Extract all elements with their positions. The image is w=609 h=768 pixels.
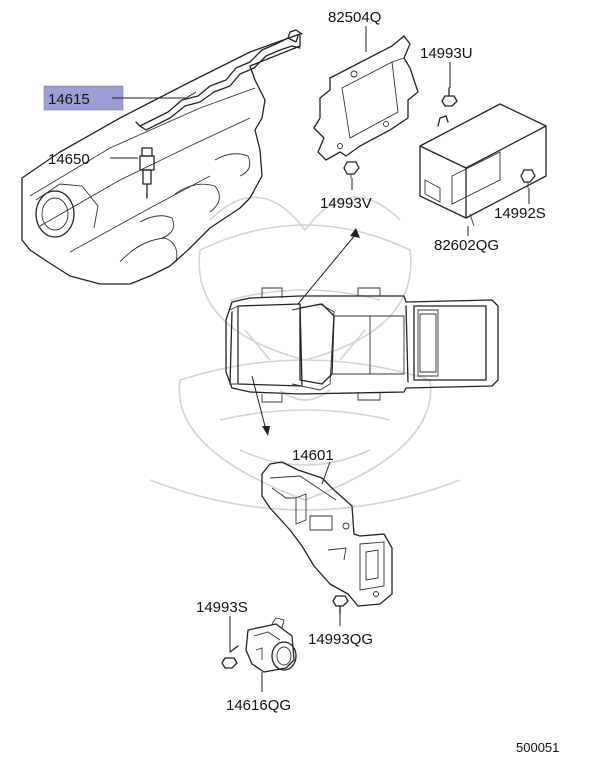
label-14616QG: 14616QG: [226, 697, 291, 714]
label-14650: 14650: [48, 151, 90, 168]
label-14601: 14601: [292, 447, 334, 464]
label-14993V: 14993V: [320, 195, 372, 212]
leader-lines: [110, 26, 530, 692]
label-14615: 14615: [48, 91, 90, 108]
arrow-to-bracket: [251, 375, 270, 436]
bolt-14993s-icon: [221, 645, 239, 669]
glow-plug-harness-icon: [135, 29, 303, 131]
nut-14993v-icon: [343, 161, 360, 178]
relay-bracket-icon: [261, 461, 393, 607]
diagram-code: 500051: [516, 740, 559, 755]
highlight-14615: [43, 85, 124, 111]
bolt-14993u-icon: [441, 87, 458, 107]
engine-head-icon: [21, 33, 301, 285]
samurai-watermark-icon: [149, 196, 461, 511]
label-14992S: 14992S: [494, 205, 546, 222]
relay-icon: [245, 617, 297, 673]
label-14993S: 14993S: [196, 599, 248, 616]
pickup-truck-icon: [225, 287, 499, 403]
bolt-14993qg-icon: [332, 595, 349, 615]
nut-14992s-icon: [520, 169, 536, 188]
ecu-bracket-icon: [313, 35, 419, 161]
label-14993U: 14993U: [420, 45, 473, 62]
label-82504Q: 82504Q: [328, 9, 381, 26]
control-unit-icon: [419, 103, 547, 227]
label-14993QG: 14993QG: [308, 631, 373, 648]
glow-plug-icon: [139, 147, 155, 199]
arrow-to-ecu: [297, 228, 360, 305]
label-82602QG: 82602QG: [434, 237, 499, 254]
